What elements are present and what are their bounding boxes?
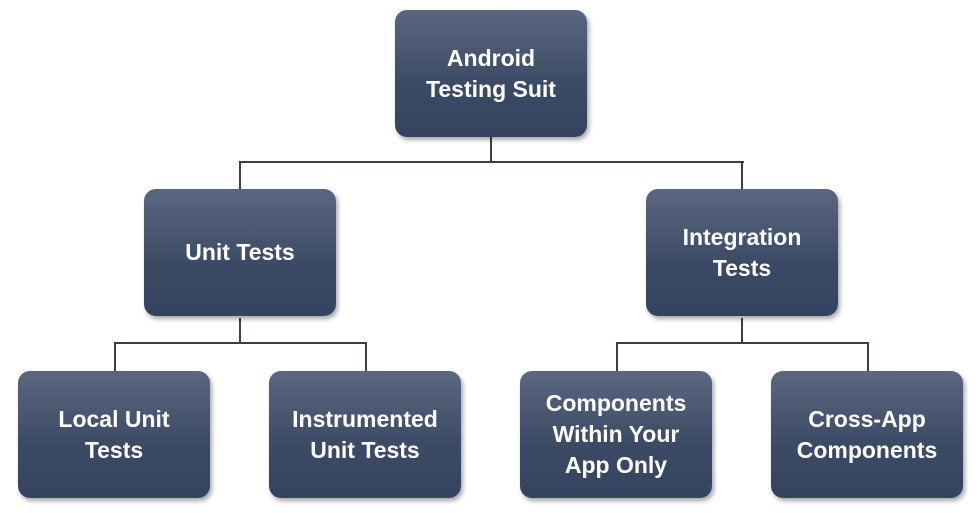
node-label: Unit Tests [185,239,295,265]
node-instrumented-unit-tests: Instrumented Unit Tests [269,371,461,498]
connector [616,342,618,371]
node-components-within-app: Components Within Your App Only [520,371,712,498]
connector [239,161,744,163]
connector [114,342,367,344]
connector [741,161,743,189]
node-integration-tests: Integration Tests [646,189,838,316]
node-cross-app-components: Cross-App Components [771,371,963,498]
node-unit-tests: Unit Tests [144,189,336,316]
connector [114,342,116,371]
connector [490,137,492,163]
node-label: Android Testing Suit [426,44,556,102]
node-label: Cross-App Components [796,405,938,463]
connector [616,342,869,344]
node-android-testing-suit: Android Testing Suit [395,10,587,137]
connector [741,318,743,344]
connector [239,318,241,344]
connector [239,161,241,189]
node-local-unit-tests: Local Unit Tests [18,371,210,498]
connector [867,342,869,371]
node-label: Integration Tests [682,223,802,281]
node-label: Local Unit Tests [58,405,170,463]
node-label: Instrumented Unit Tests [292,405,438,463]
node-label: Components Within Your App Only [545,390,687,478]
connector [365,342,367,371]
